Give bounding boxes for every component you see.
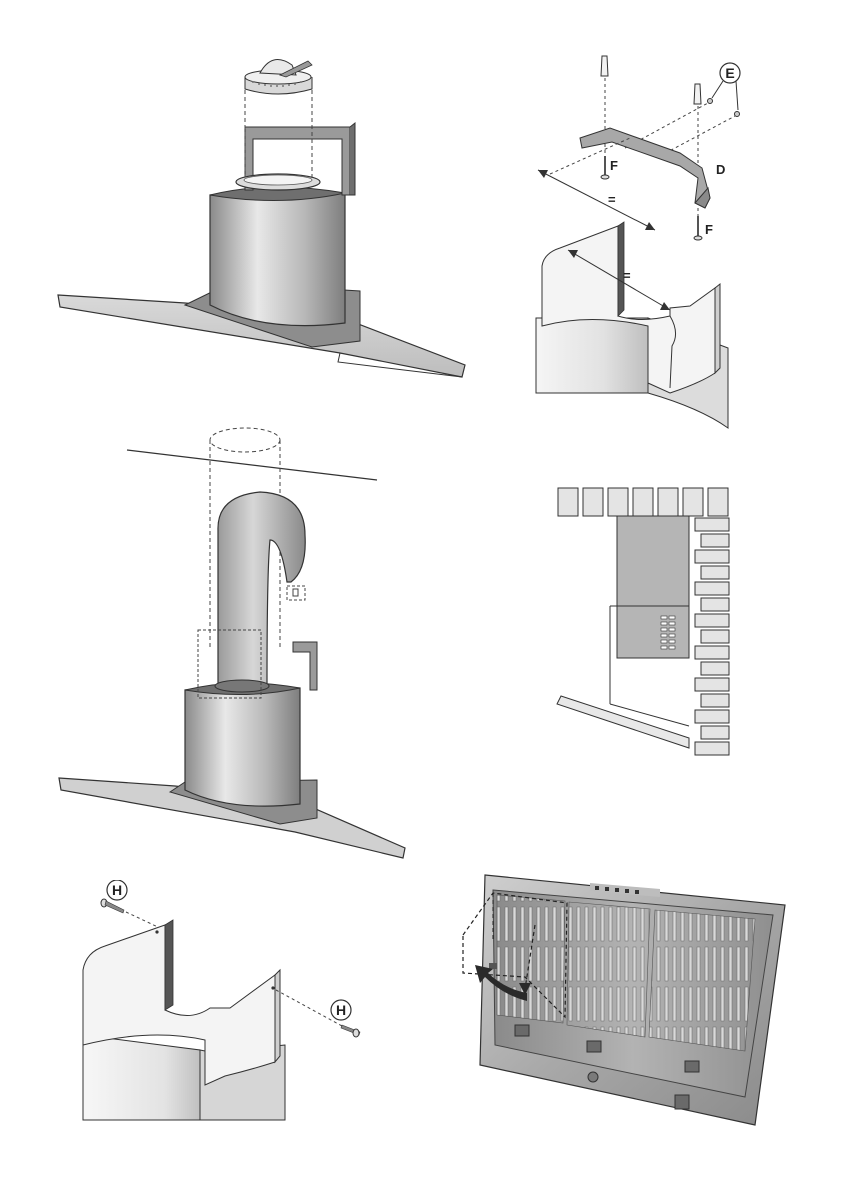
- grease-filter-left: [497, 895, 565, 1023]
- wall-bricks: [695, 518, 729, 755]
- outer-chimney: [536, 318, 648, 393]
- label-h-1: H: [112, 882, 122, 898]
- wall-bracket: [580, 128, 710, 208]
- flexible-duct: [218, 492, 305, 685]
- fig-bracket-mount: E F F D = =: [530, 48, 770, 438]
- label-equal-1: =: [608, 192, 616, 207]
- hood-body: [557, 696, 689, 748]
- grease-filter-center: [567, 902, 650, 1037]
- fig-grease-filter-removal: [455, 865, 800, 1130]
- fig-duct-connection: [55, 420, 410, 860]
- fig-wall-side-view: [553, 486, 733, 766]
- grease-filter-right: [649, 910, 755, 1051]
- wall-plug-icon: [601, 56, 701, 104]
- screw-icon: [341, 1025, 360, 1037]
- label-h-2: H: [336, 1002, 346, 1018]
- label-e: E: [725, 65, 734, 81]
- label-f-1: F: [610, 158, 618, 173]
- fig-chimney-screws: H H: [80, 880, 370, 1125]
- label-f-2: F: [705, 222, 713, 237]
- motor-housing: [210, 193, 345, 326]
- label-d: D: [716, 162, 725, 177]
- carbon-filter: [245, 60, 312, 94]
- fig-filter-adapter: [50, 55, 470, 385]
- label-equal-2: =: [623, 268, 631, 283]
- screw-icon: [101, 899, 124, 913]
- ceiling-bricks: [558, 488, 728, 516]
- ceiling-line: [127, 450, 377, 480]
